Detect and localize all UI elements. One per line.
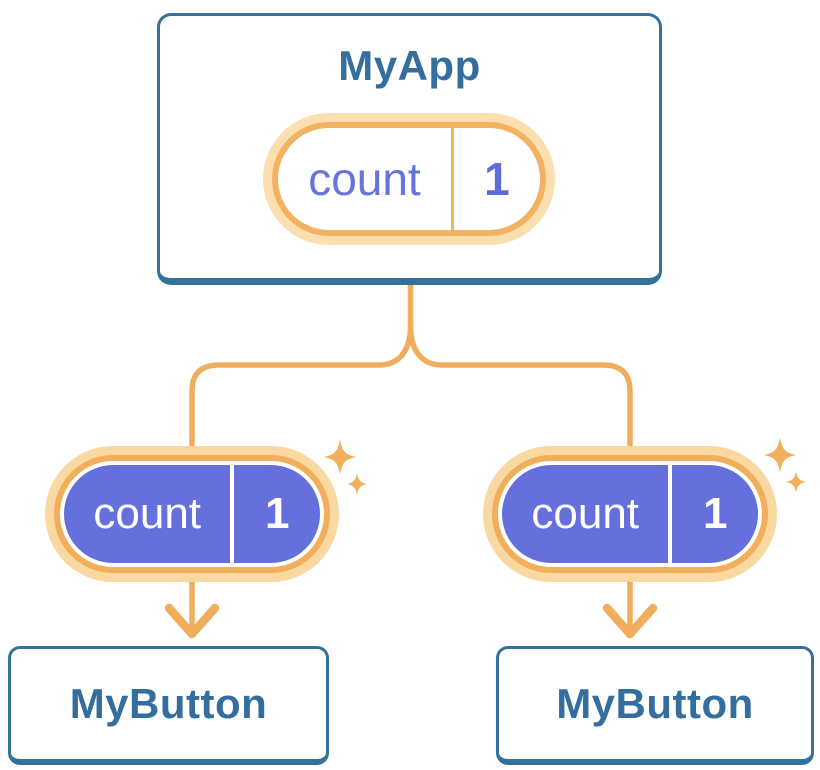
- state-value: 1: [484, 153, 510, 205]
- root-state-pill: count 1: [272, 122, 546, 236]
- state-key: count: [502, 465, 673, 563]
- right-prop-pill-body: count 1: [502, 465, 758, 563]
- right-prop-pill: count 1: [492, 455, 768, 573]
- right-child-component-title: MyButton: [556, 680, 754, 727]
- state-value: 1: [264, 489, 290, 538]
- left-prop-pill: count 1: [54, 455, 330, 573]
- root-component-card: MyApp count 1: [157, 13, 662, 285]
- left-child-component-card: MyButton: [8, 646, 329, 765]
- sparkle-icon: [324, 439, 367, 495]
- state-key: count: [64, 465, 235, 563]
- root-component-title: MyApp: [338, 42, 481, 89]
- right-branch-line: [407, 325, 633, 632]
- arrow-down-icon: [602, 603, 658, 639]
- sparkle-icon: [764, 437, 806, 493]
- state-key: count: [278, 128, 454, 230]
- tree-branch-lines: [189, 278, 633, 632]
- left-branch-line: [189, 325, 414, 632]
- state-value: 1: [702, 489, 728, 538]
- right-child-component-card: MyButton: [496, 646, 814, 765]
- arrow-down-icon: [164, 603, 220, 639]
- left-prop-pill-body: count 1: [64, 465, 320, 563]
- left-child-component-title: MyButton: [69, 680, 268, 727]
